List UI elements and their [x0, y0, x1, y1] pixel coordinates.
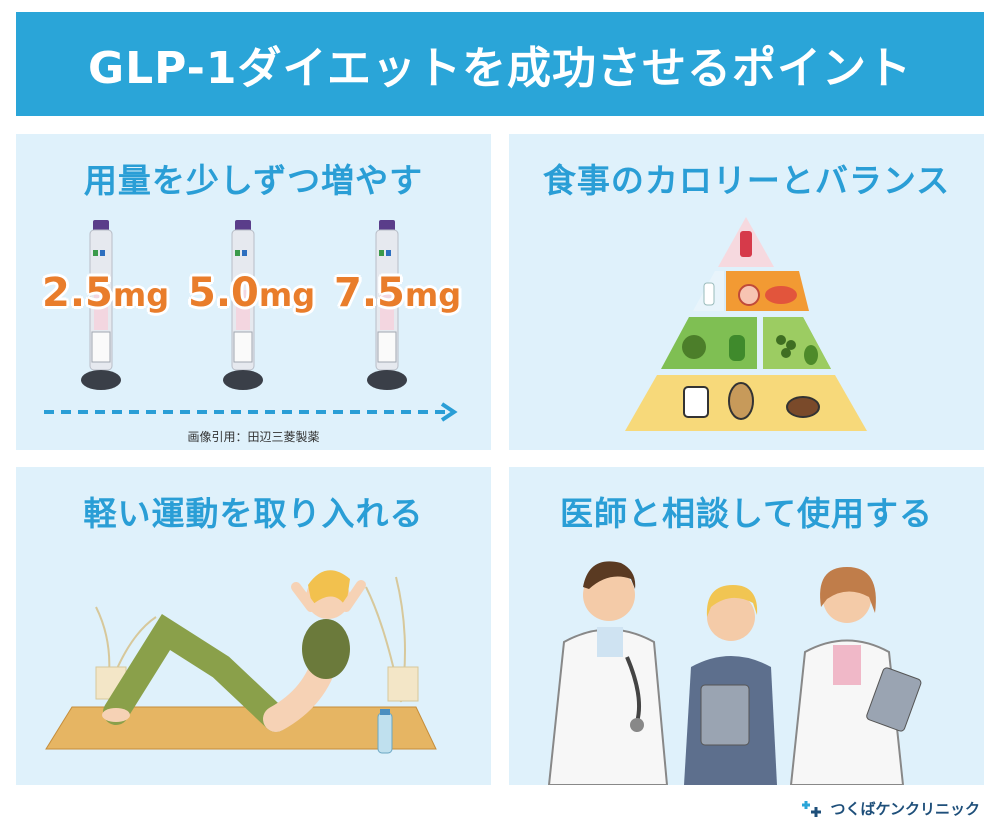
panel-doctor-consultation: 医師と相談して使用する [509, 467, 984, 785]
dose-value: 7.5 [334, 270, 405, 316]
dose-label: 5.0mg [188, 270, 315, 316]
dose-unit: mg [404, 276, 462, 314]
dose-unit: mg [112, 276, 170, 314]
food-pyramid-icon [625, 217, 867, 431]
panel-diet-balance: 食事のカロリーとバランス [509, 134, 984, 450]
injection-pen-icon [223, 220, 263, 390]
page-title: GLP-1ダイエットを成功させるポイント [87, 43, 913, 94]
panel-title: 軽い運動を取り入れる [83, 494, 424, 533]
cross-sparkle-icon [802, 800, 822, 817]
dose-value: 5.0 [188, 270, 259, 316]
dashed-arrow-icon [44, 402, 458, 422]
dose-label: 7.5mg [334, 270, 461, 316]
clinic-name: つくばケンクリニック [830, 800, 980, 818]
dose-value: 2.5 [42, 270, 113, 316]
panel-dose-escalation: 用量を少しずつ増やす 2.5mg 5.0mg 7.5mg 画像引用：田辺三菱製薬 [16, 134, 491, 450]
medical-staff-icon [547, 561, 922, 785]
dose-label: 2.5mg [42, 270, 169, 316]
injection-pen-icon [81, 220, 121, 390]
dose-unit: mg [258, 276, 316, 314]
panel-light-exercise: 軽い運動を取り入れる [16, 467, 491, 785]
situp-exercise-icon [45, 570, 437, 754]
panel-title: 食事のカロリーとバランス [542, 161, 951, 200]
image-credit: 画像引用：田辺三菱製薬 [187, 430, 320, 444]
panel-title: 医師と相談して使用する [559, 494, 933, 533]
clinic-logo: つくばケンクリニック [800, 798, 980, 819]
header-banner: GLP-1ダイエットを成功させるポイント [16, 12, 984, 116]
injection-pen-icon [367, 220, 407, 390]
panel-title: 用量を少しずつ増やす [83, 161, 424, 200]
